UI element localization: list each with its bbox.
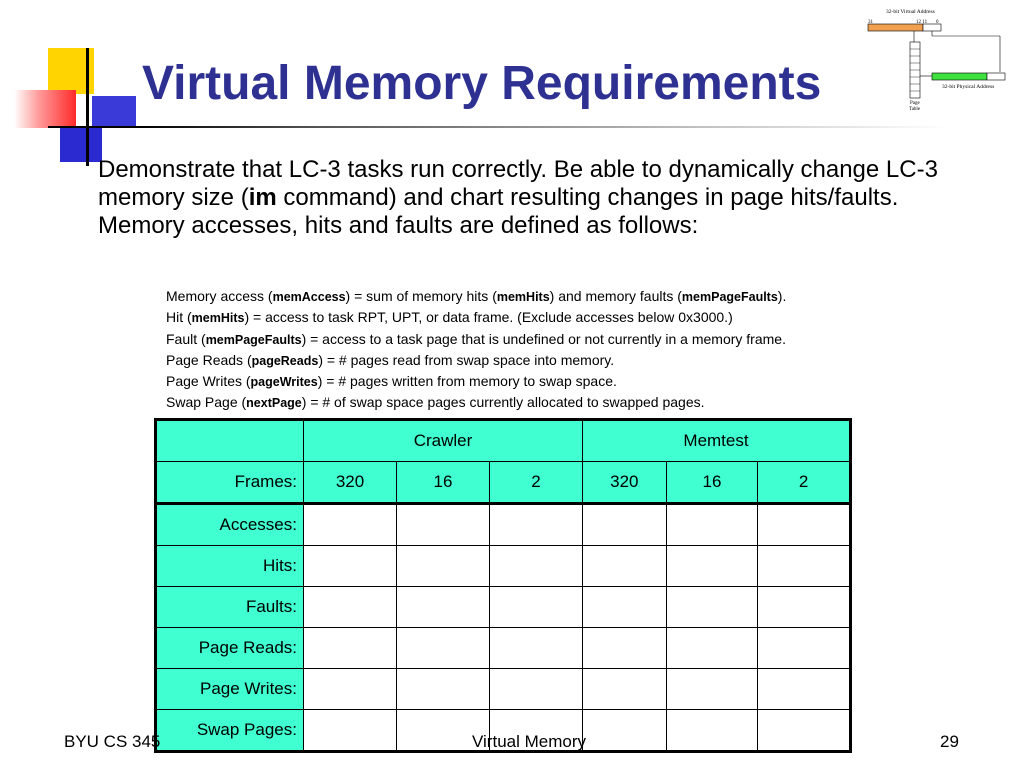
definitions-list: Memory access (memAccess) = sum of memor… [166,286,966,414]
data-cell [303,586,397,628]
data-cell [665,586,759,628]
slide-title: Virtual Memory Requirements [142,57,822,110]
data-cell [665,502,759,546]
definition-page-reads: Page Reads (pageReads) = # pages read fr… [166,351,615,368]
row-label-accesses: Accesses: [155,502,304,546]
data-cell [489,668,583,710]
data-cell [582,586,667,628]
data-cell [757,668,851,710]
data-cell [665,627,759,669]
intro-command-im: im [248,184,277,211]
data-cell [396,586,490,628]
footer-course: BYU CS 345 [64,732,161,751]
data-cell [665,545,759,587]
page-table-label-2: Table [909,107,921,112]
frames-value: 2 [489,461,583,504]
data-cell [303,668,397,710]
virtual-address-label: 32-bit Virtual Address [886,9,935,15]
data-cell [303,545,397,587]
row-label-swap-pages: Swap Pages: [155,709,304,752]
frames-value: 2 [757,461,851,504]
table-row: Faults: [155,586,851,628]
data-cell [582,502,667,546]
decor-blue-square [92,96,136,128]
data-cell [757,586,851,628]
data-cell [489,545,583,587]
frames-value: 16 [396,461,490,504]
data-cell [396,668,490,710]
frames-value: 320 [582,461,667,504]
intro-text-1: Demonstrate that LC-3 tasks run correctl… [98,156,938,211]
row-label-faults: Faults: [155,586,304,628]
data-cell [396,502,490,546]
bit-12-11-label: 12 11 [916,20,928,25]
data-cell [396,627,490,669]
data-cell [489,627,583,669]
data-cell [582,668,667,710]
physical-offset-field [986,72,1006,81]
data-cell [396,709,490,752]
data-cell [582,627,667,669]
page-table-label-1: Page [910,101,921,106]
data-cell [489,709,583,752]
physical-frame-field [931,72,988,81]
data-cell [757,627,851,669]
table-row: Hits: [155,545,851,587]
virtual-offset-field [922,23,942,32]
frames-value: 16 [665,461,759,504]
data-cell [582,545,667,587]
results-table: Crawler Memtest Frames: 320 16 2 320 16 … [154,418,852,753]
data-cell [303,502,397,546]
row-label-page-reads: Page Reads: [155,627,304,669]
data-cell [489,502,583,546]
definition-swap-page: Swap Page (nextPage) = # of swap space p… [166,394,705,411]
decor-blue-square-lower [60,128,102,162]
data-cell [757,502,851,546]
row-label-hits: Hits: [155,545,304,587]
decor-vertical-line [86,48,89,166]
data-cell [582,709,667,752]
bit-0-label: 0 [936,20,939,25]
definition-fault: Fault (memPageFaults) = access to a task… [166,330,786,347]
data-cell [303,627,397,669]
frames-row: Frames: 320 16 2 320 16 2 [155,461,851,504]
page-table-column [909,41,921,99]
data-cell [489,586,583,628]
definition-memory-access: Memory access (memAccess) = sum of memor… [166,288,787,304]
table-corner-cell [155,419,304,462]
table-row: Accesses: [155,502,851,546]
frames-label: Frames: [155,461,304,504]
data-cell [665,709,759,752]
physical-address-label: 32-bit Physical Address [942,84,994,90]
data-cell [396,545,490,587]
bit-31-label: 31 [868,20,874,25]
definition-hit: Hit (memHits) = access to task RPT, UPT,… [166,309,733,326]
table-row: Page Reads: [155,627,851,669]
decor-red-square [14,90,76,128]
table-row: Page Writes: [155,668,851,710]
group-header-memtest: Memtest [582,419,851,462]
definition-page-writes: Page Writes (pageWrites) = # pages writt… [166,373,617,390]
data-cell [757,545,851,587]
intro-text-2: command) and chart resulting changes in … [98,184,899,239]
data-cell [303,709,397,752]
address-translation-diagram: 32-bit Virtual Address 31 12 11 0 32-bit… [862,4,1022,112]
data-cell [757,709,851,752]
virtual-page-number-field [867,23,924,32]
row-label-page-writes: Page Writes: [155,668,304,710]
footer-topic: Virtual Memory [472,732,586,751]
title-underline [48,126,948,128]
frames-value: 320 [303,461,397,504]
group-header-crawler: Crawler [303,419,583,462]
footer-page-number: 29 [940,732,959,751]
table-row: Swap Pages: [155,709,851,752]
intro-paragraph: Demonstrate that LC-3 tasks run correctl… [98,156,988,240]
data-cell [665,668,759,710]
table-header-row: Crawler Memtest [155,419,851,462]
